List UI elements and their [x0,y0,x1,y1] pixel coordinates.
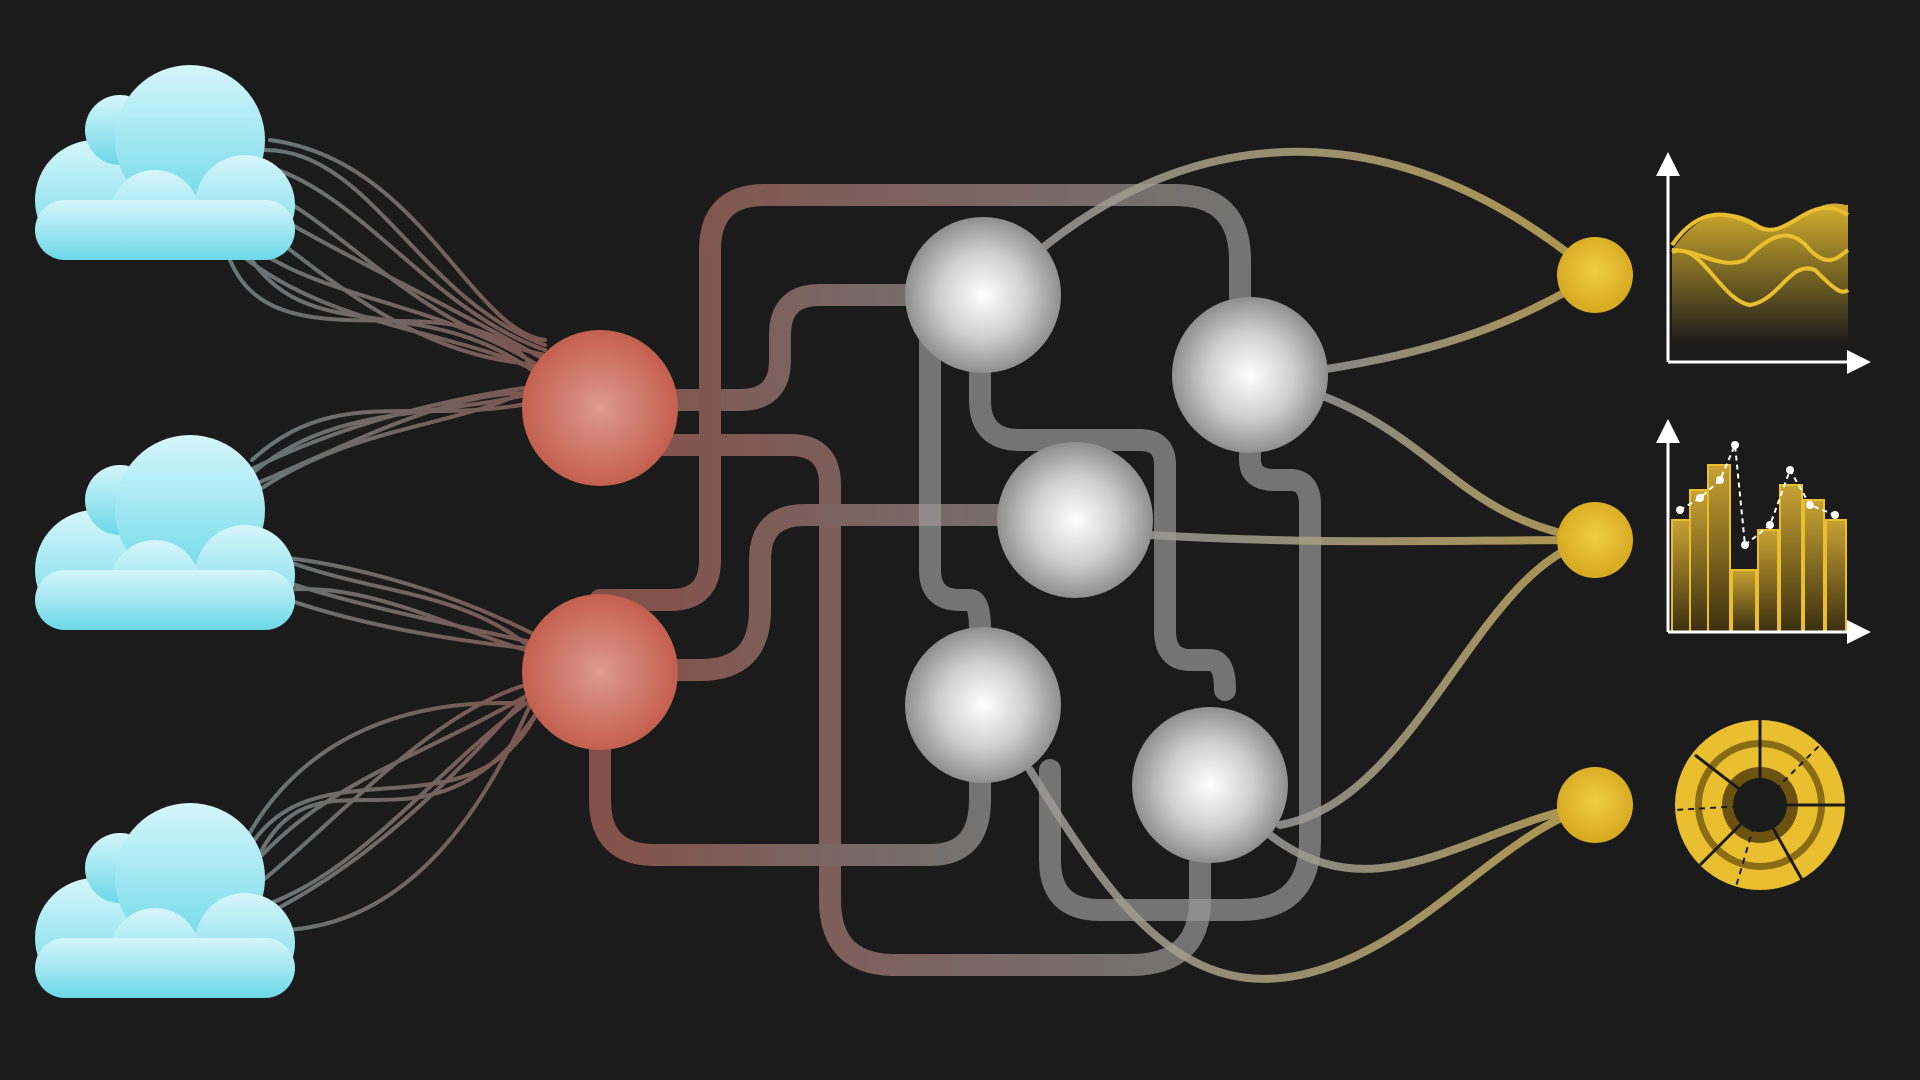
source-connectors [589,184,1251,976]
cloud-icon [35,435,295,630]
cloud-link-bundles [228,138,547,933]
hidden-node [905,627,1061,783]
hidden-node [905,217,1061,373]
hidden-node [1132,707,1288,863]
source-node [522,330,678,486]
output-node [1557,767,1633,843]
output-node [1557,502,1633,578]
cloud-icon [35,803,295,998]
donut-chart-icon [1674,720,1845,891]
bar-chart-icon [1656,419,1871,644]
output-node [1557,237,1633,313]
area-chart-icon [1656,152,1871,374]
source-node [522,594,678,750]
hidden-node [1172,297,1328,453]
cloud-icon [35,65,295,260]
hidden-node [997,442,1153,598]
